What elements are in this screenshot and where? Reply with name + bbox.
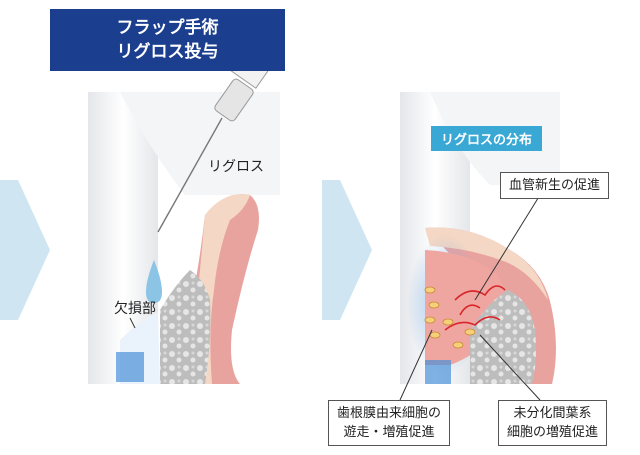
drug-label: リグロス <box>208 159 264 175</box>
tooth-crown-left <box>120 92 280 195</box>
middle-arrow-shape <box>322 180 372 320</box>
bone-left <box>160 270 211 384</box>
bone-right <box>470 290 536 384</box>
title-line-1: フラップ手術 <box>116 18 219 38</box>
droplet-icon <box>146 260 162 303</box>
mesenchymal-line-2: 細胞の増殖促進 <box>507 425 599 440</box>
ligament-right <box>425 360 451 384</box>
left-arrow-shape <box>0 180 50 320</box>
defect-label: 欠損部 <box>114 301 156 317</box>
title-box: フラップ手術 リグロス投与 <box>50 9 285 71</box>
pdl-cells-label: 歯根膜由来細胞の 遊走・増殖促進 <box>328 400 451 446</box>
leader-angiogenesis <box>474 194 541 301</box>
cells <box>424 286 476 349</box>
leader-pdl <box>399 329 433 401</box>
distribution-tag: リグロスの分布 <box>431 126 543 151</box>
angiogenesis-text: 血管新生の促進 <box>509 178 601 193</box>
blood-vessels <box>444 285 506 331</box>
leader-mesenchymal <box>479 334 541 401</box>
pdl-cells-line-2: 遊走・増殖促進 <box>343 425 435 440</box>
mesenchymal-line-1: 未分化間葉系 <box>513 406 592 421</box>
pdl-cells-line-1: 歯根膜由来細胞の <box>337 406 442 421</box>
angiogenesis-label: 血管新生の促進 <box>500 172 610 199</box>
ligament-left <box>116 352 144 382</box>
mesenchymal-label: 未分化間葉系 細胞の増殖促進 <box>498 400 608 446</box>
leader-defect <box>129 317 136 329</box>
title-line-2: リグロス投与 <box>116 42 219 62</box>
